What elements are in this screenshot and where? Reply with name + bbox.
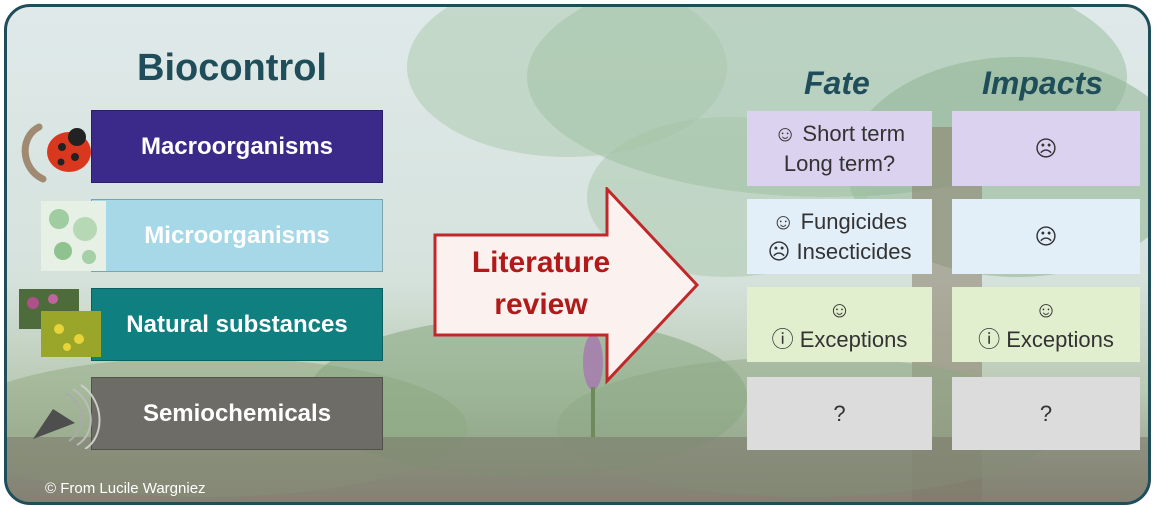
slide-frame: Biocontrol Macroorganisms Microorganisms… [4,4,1151,505]
fate-cell-semiochemicals: ? [747,377,932,450]
category-label: Macroorganisms [140,132,334,160]
fate-line: ☺ [828,296,851,322]
fate-line: ☺ Fungicides [772,208,907,234]
impacts-header: Impacts [982,65,1103,101]
category-natural-substances: Natural substances [91,288,383,361]
fate-line: ☹ Insecticides [767,238,912,264]
fate-line: ☺ Short term [773,120,906,146]
fate-line: Long term? [783,150,896,176]
microbes-icon [41,201,106,271]
arrow-label: Literature review [451,242,631,326]
impacts-value: ? [1039,400,1053,426]
fate-cell-macroorganisms: ☺ Short term Long term? [747,111,932,186]
category-microorganisms: Microorganisms [91,199,383,272]
plants-icon [19,289,101,357]
diagram-title: Biocontrol [137,47,327,89]
arrow-label-line2: review [494,288,588,321]
impacts-cell-microorganisms: ☹ [952,199,1140,274]
category-macroorganisms: Macroorganisms [91,110,383,183]
fate-value: ? [833,400,846,426]
literature-review-arrow [433,187,700,385]
fate-cell-natural-substances: ☺ ⓘ Exceptions [747,287,932,362]
impacts-cell-semiochemicals: ? [952,377,1140,450]
ladybug-icon [21,123,91,183]
impacts-line: ☺ [1034,296,1058,322]
impacts-cell-natural-substances: ☺ ⓘ Exceptions [952,287,1140,362]
impacts-value: ☹ [1034,223,1058,249]
category-label: Natural substances [126,310,348,338]
impacts-line: ⓘ Exceptions [978,326,1114,352]
moth-icon [33,384,101,449]
fate-line: ⓘ Exceptions [771,326,908,352]
impacts-cell-macroorganisms: ☹ [952,111,1140,186]
fate-header: Fate [804,65,870,101]
credit-text: © From Lucile Wargniez [45,480,206,497]
category-label: Semiochemicals [142,399,332,427]
fate-cell-microorganisms: ☺ Fungicides ☹ Insecticides [747,199,932,274]
impacts-value: ☹ [1034,135,1058,161]
category-label: Microorganisms [144,221,330,249]
arrow-label-line1: Literature [471,246,611,279]
category-semiochemicals: Semiochemicals [91,377,383,450]
